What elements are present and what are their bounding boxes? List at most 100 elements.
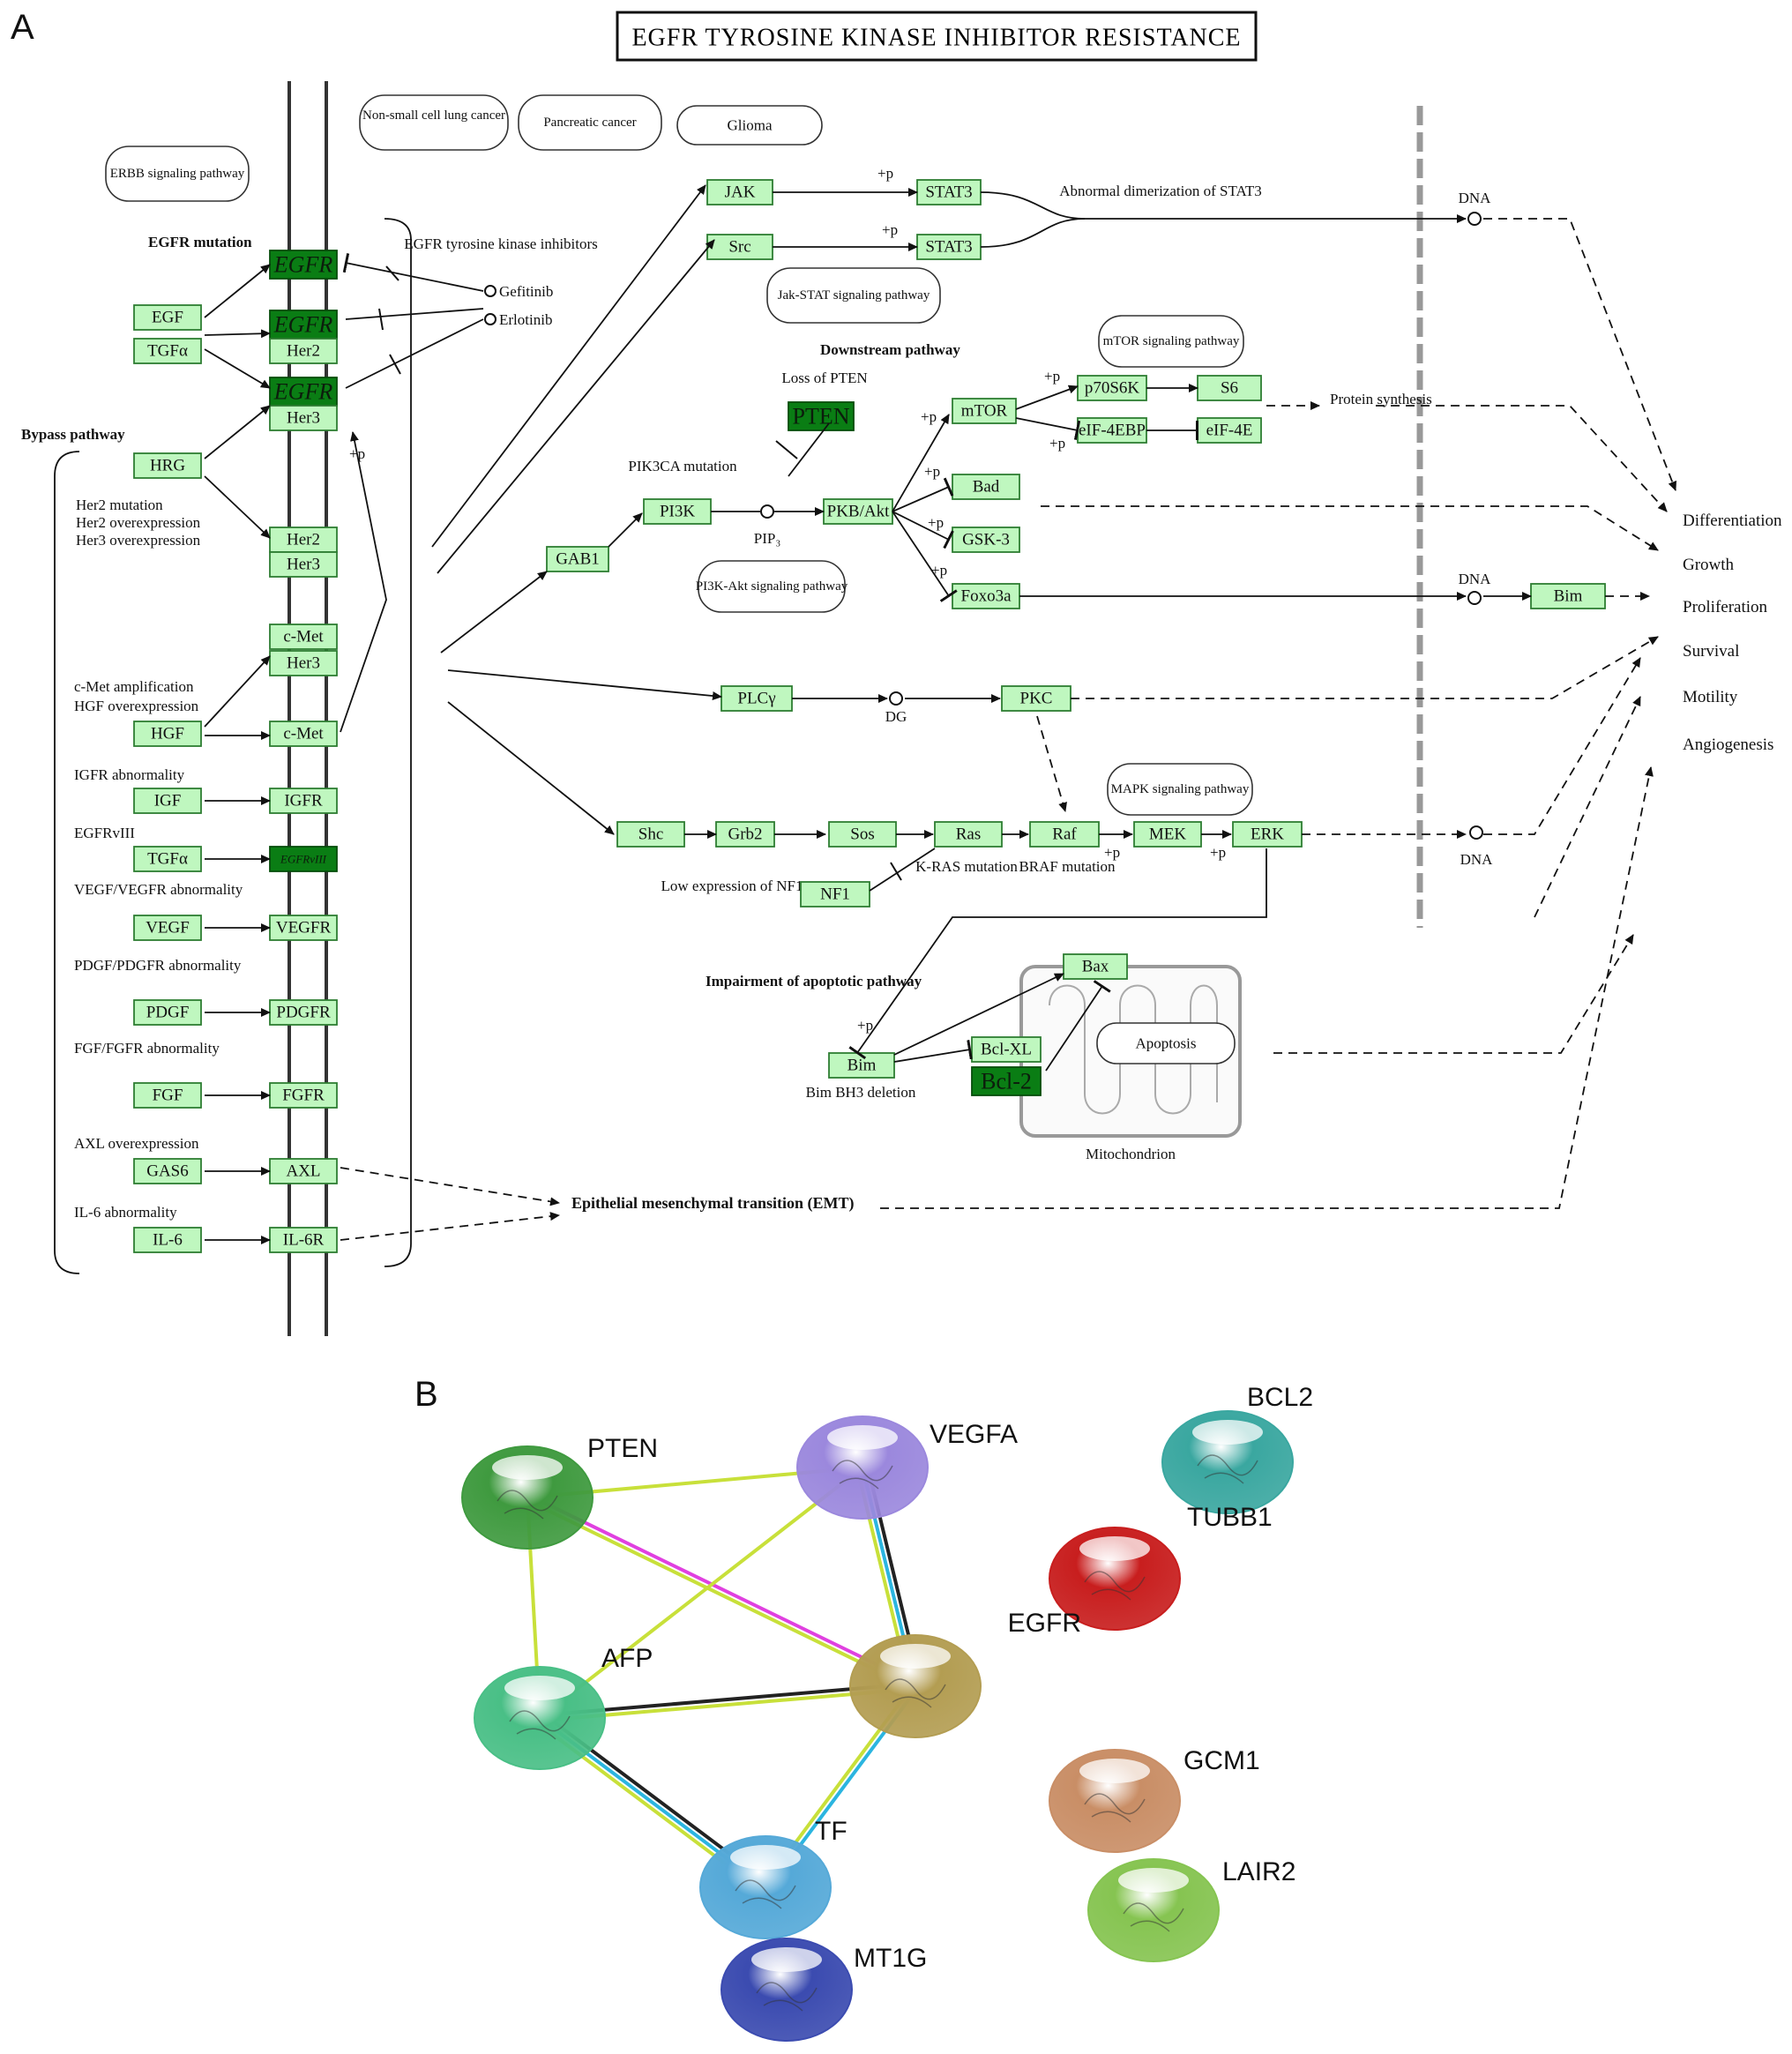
svg-text:AXL: AXL — [286, 1162, 320, 1181]
gene-grb2[interactable]: Grb2 — [715, 821, 775, 848]
svg-text:Pancreatic cancer: Pancreatic cancer — [543, 116, 636, 130]
gene-fgfr[interactable]: FGFR — [269, 1082, 338, 1109]
oval-pi3k-pathway[interactable]: PI3K-Akt signaling pathway — [696, 560, 848, 613]
bypass-bracket — [54, 451, 80, 1274]
gene-pkc[interactable]: PKC — [1001, 685, 1071, 712]
gene-shc[interactable]: Shc — [616, 821, 685, 848]
gene-gas6[interactable]: GAS6 — [133, 1158, 202, 1184]
gene-erk[interactable]: ERK — [1232, 821, 1303, 848]
gene-stat3[interactable]: STAT3 — [916, 179, 982, 205]
gene-pi3k[interactable]: PI3K — [643, 498, 712, 525]
svg-text:IL-6R: IL-6R — [283, 1231, 325, 1250]
gene-raf[interactable]: Raf — [1029, 821, 1100, 848]
gene-igf[interactable]: IGF — [133, 788, 202, 814]
svg-text:NF1: NF1 — [820, 885, 850, 904]
gene-axl[interactable]: AXL — [269, 1158, 338, 1184]
node-label-tubb1: TUBB1 — [1187, 1503, 1273, 1532]
oval-pancreatic[interactable]: Pancreatic cancer — [518, 94, 662, 151]
svg-text:PTEN: PTEN — [793, 404, 850, 429]
gene-bim[interactable]: Bim — [828, 1052, 895, 1079]
outcome-survival: Survival — [1683, 642, 1739, 661]
gene-bax[interactable]: Bax — [1063, 953, 1128, 980]
gene-egf[interactable]: EGF — [133, 304, 202, 331]
oval-nsclc[interactable]: Non-small cell lung cancer — [359, 94, 509, 151]
gene-her3[interactable]: Her3 — [269, 551, 338, 578]
gene-her3[interactable]: Her3 — [269, 650, 338, 676]
gene-pdgfr[interactable]: PDGFR — [269, 999, 338, 1026]
node-tubb1[interactable] — [1049, 1527, 1181, 1631]
oval-glioma[interactable]: Glioma — [676, 105, 823, 146]
gene-stat3[interactable]: STAT3 — [916, 234, 982, 260]
gene-bim[interactable]: Bim — [1530, 583, 1606, 609]
gene-fgf[interactable]: FGF — [133, 1082, 202, 1109]
outcome-list: Differentiation Growth Proliferation Sur… — [1683, 512, 1782, 754]
gene-tgfa[interactable]: TGFα — [133, 338, 202, 364]
node-mt1g[interactable] — [721, 1938, 853, 2042]
gene-nf1[interactable]: NF1 — [800, 881, 870, 907]
gene-mtor[interactable]: mTOR — [952, 398, 1017, 424]
gene-src[interactable]: Src — [706, 234, 773, 260]
node-afp[interactable] — [474, 1666, 606, 1770]
node-bcl2[interactable] — [1161, 1410, 1294, 1514]
gene-pdgf[interactable]: PDGF — [133, 999, 202, 1026]
gene-gsk3[interactable]: GSK-3 — [952, 527, 1020, 553]
gene-plcg[interactable]: PLCγ — [721, 685, 793, 712]
gene-egfr[interactable]: EGFR — [269, 310, 338, 340]
gene-cmet[interactable]: c-Met — [269, 721, 338, 747]
gene-il6[interactable]: IL-6 — [133, 1227, 202, 1253]
gene-mek[interactable]: MEK — [1133, 821, 1202, 848]
gene-il6r[interactable]: IL-6R — [269, 1227, 338, 1253]
oval-erbb-pathway[interactable]: ERBB signaling pathway — [105, 146, 250, 202]
svg-text:+p: +p — [1104, 844, 1120, 861]
node-vegfa[interactable] — [796, 1415, 929, 1520]
gene-p70s6k[interactable]: p70S6K — [1077, 375, 1147, 401]
gene-tgfa[interactable]: TGFα — [133, 846, 202, 872]
gene-bcl2[interactable]: Bcl-2 — [971, 1066, 1042, 1096]
oval-apoptosis[interactable]: Apoptosis — [1096, 1022, 1236, 1064]
node-egfr[interactable] — [849, 1634, 982, 1738]
gene-cmet[interactable]: c-Met — [269, 624, 338, 650]
node-lair2[interactable] — [1087, 1858, 1220, 1962]
gene-vegf[interactable]: VEGF — [133, 915, 202, 941]
svg-text:JAK: JAK — [725, 183, 756, 202]
gene-bad[interactable]: Bad — [952, 474, 1020, 500]
gene-her2[interactable]: Her2 — [269, 527, 338, 553]
gene-bclxl[interactable]: Bcl-XL — [971, 1036, 1042, 1063]
svg-text:FGF: FGF — [153, 1087, 183, 1105]
node-pten[interactable] — [461, 1445, 594, 1550]
gene-ras[interactable]: Ras — [934, 821, 1003, 848]
gene-igfr[interactable]: IGFR — [269, 788, 338, 814]
gene-eif4ebp[interactable]: eIF-4EBP — [1077, 417, 1147, 444]
svg-text:EGF: EGF — [152, 309, 183, 327]
svg-text:EGFRvIII: EGFRvIII — [280, 853, 327, 866]
oval-mtor-pathway[interactable]: mTOR signaling pathway — [1098, 315, 1244, 368]
node-tf[interactable] — [699, 1835, 832, 1939]
gene-hgf[interactable]: HGF — [133, 721, 202, 747]
gene-foxo3a[interactable]: Foxo3a — [952, 583, 1020, 609]
svg-text:ERBB signaling pathway: ERBB signaling pathway — [110, 167, 245, 181]
gene-pkb[interactable]: PKB/Akt — [823, 498, 893, 525]
gene-jak[interactable]: JAK — [706, 179, 773, 205]
node-gcm1[interactable] — [1049, 1749, 1181, 1853]
gene-egfr[interactable]: EGFR — [269, 250, 338, 280]
gene-gab1[interactable]: GAB1 — [546, 546, 609, 572]
svg-text:PLCγ: PLCγ — [737, 690, 775, 708]
oval-mapk-pathway[interactable]: MAPK signaling pathway — [1107, 763, 1253, 816]
svg-text:Her2: Her2 — [287, 531, 320, 549]
gene-eif4e[interactable]: eIF-4E — [1197, 417, 1262, 444]
gene-pten[interactable]: PTEN — [788, 401, 855, 431]
outcome-growth: Growth — [1683, 556, 1735, 574]
svg-text:HGF overexpression: HGF overexpression — [74, 698, 199, 714]
gene-s6[interactable]: S6 — [1197, 375, 1262, 401]
node-label-afp: AFP — [601, 1644, 653, 1673]
gene-hrg[interactable]: HRG — [133, 452, 202, 479]
node-label-tf: TF — [815, 1817, 847, 1846]
oval-jakstat-pathway[interactable]: Jak-STAT signaling pathway — [766, 267, 941, 324]
gene-sos[interactable]: Sos — [828, 821, 897, 848]
svg-text:c-Met: c-Met — [283, 725, 324, 743]
gene-egfrviii[interactable]: EGFRvIII — [269, 846, 338, 872]
gene-vegfr[interactable]: VEGFR — [269, 915, 338, 941]
gene-egfr[interactable]: EGFR — [269, 377, 338, 407]
gene-her2[interactable]: Her2 — [269, 338, 338, 364]
gene-her3[interactable]: Her3 — [269, 405, 338, 431]
